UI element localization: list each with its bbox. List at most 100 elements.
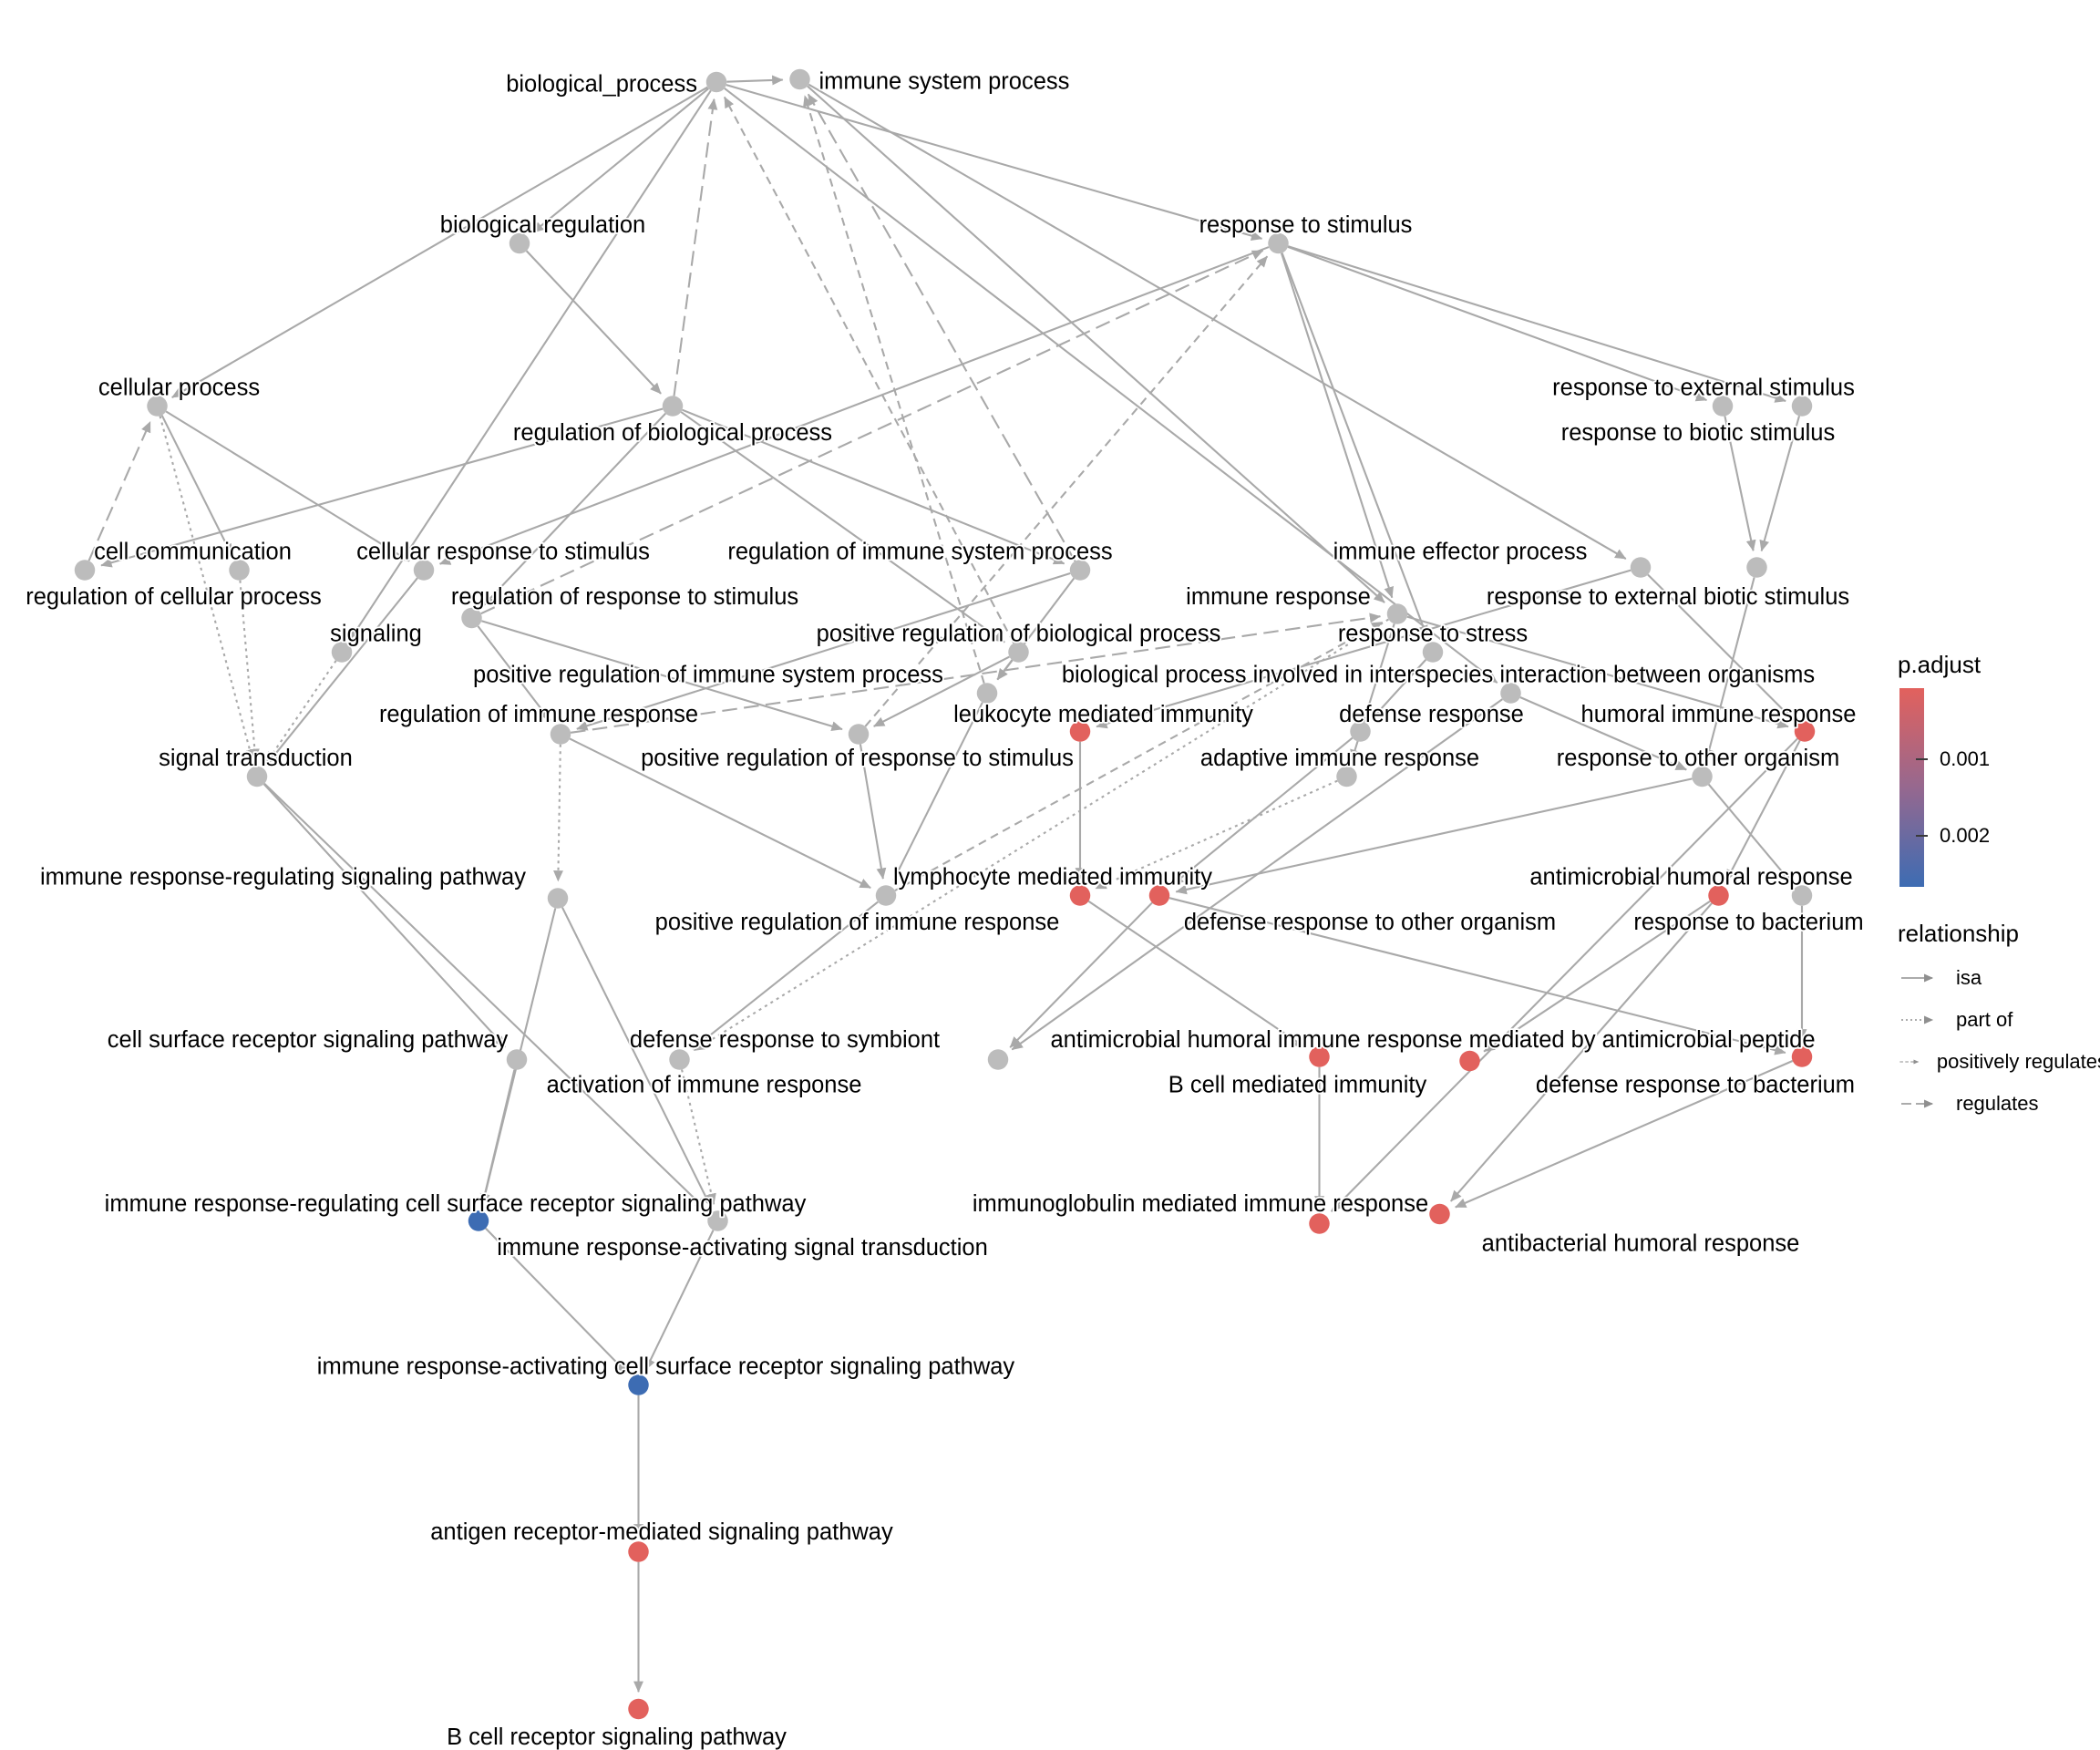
graph-edge-rbs-rebs — [1724, 416, 1756, 551]
graph-node-bcr[interactable] — [628, 1698, 649, 1720]
graph-node-csrsp[interactable] — [506, 1049, 528, 1070]
node-label-aimr: activation of immune response — [547, 1073, 862, 1098]
graph-edge-lymi-bcmi — [1087, 900, 1306, 1048]
node-label-bcmi: B cell mediated immunity — [1168, 1073, 1427, 1098]
graph-node-res[interactable] — [1791, 396, 1813, 417]
node-label-ir: immune response — [1186, 584, 1371, 610]
graph-edge-rbp-rcp — [100, 407, 664, 568]
graph-edge-isp-iep — [808, 83, 1627, 560]
graph-node-bre[interactable] — [509, 232, 530, 254]
graph-node-isp[interactable] — [789, 68, 810, 90]
graph-node-imir[interactable] — [1309, 1213, 1330, 1234]
node-label-iras: immune response-activating signal transd… — [497, 1235, 988, 1261]
graph-node-bpi[interactable] — [1500, 683, 1521, 704]
graph-edge-ahr-amp — [1483, 900, 1711, 1053]
graph-node-crs[interactable] — [413, 560, 435, 581]
graph-node-air[interactable] — [1336, 766, 1357, 788]
graph-node-prir[interactable] — [875, 885, 897, 906]
graph-node-rrs[interactable] — [461, 607, 482, 629]
graph-node-rebs[interactable] — [1746, 557, 1767, 578]
graph-node-rts[interactable] — [1268, 232, 1289, 254]
padjust-legend-title: p.adjust — [1898, 651, 1982, 678]
node-label-bcr: B cell receptor signaling pathway — [447, 1724, 787, 1750]
graph-edge-ir-hir — [1406, 615, 1789, 729]
graph-edge-droo-drs — [1009, 901, 1153, 1048]
graph-node-prbp[interactable] — [1008, 642, 1029, 663]
node-label-primsp: positive regulation of immune system pro… — [473, 663, 943, 688]
graph-node-ir[interactable] — [1386, 603, 1408, 624]
graph-edge-ahr-abhr — [1450, 902, 1713, 1202]
node-label-ahr: antimicrobial humoral response — [1529, 865, 1852, 890]
graph-edge-rrs-rir — [477, 625, 551, 722]
graph-node-rstress[interactable] — [1422, 642, 1444, 663]
graph-node-cp[interactable] — [147, 396, 168, 417]
node-label-amp: antimicrobial humoral immune response me… — [1050, 1027, 1815, 1053]
relationship-item-label: regulates — [1956, 1092, 2039, 1115]
graph-node-iras[interactable] — [707, 1210, 728, 1231]
graph-node-lmi[interactable] — [1069, 721, 1091, 742]
graph-node-rbp[interactable] — [662, 396, 684, 417]
graph-node-sig[interactable] — [331, 642, 353, 663]
graph-node-rcp[interactable] — [74, 560, 96, 581]
node-label-res: response to external stimulus — [1552, 376, 1855, 401]
graph-node-irrcs[interactable] — [468, 1210, 489, 1231]
graph-node-roo[interactable] — [1692, 766, 1713, 788]
relationship-legend-title: relationship — [1898, 920, 2019, 947]
posreg-arrow-icon — [1899, 1059, 1920, 1065]
graph-edge-hir-ahr — [1725, 739, 1801, 881]
graph-node-rimsp[interactable] — [1069, 560, 1091, 581]
node-label-bpi: biological process involved in interspec… — [1062, 663, 1815, 688]
node-label-drb: defense response to bacterium — [1536, 1073, 1855, 1098]
graph-edge-iep-hir — [1647, 573, 1794, 721]
graph-edge-rir-prir — [569, 737, 871, 890]
node-label-rrs: regulation of response to stimulus — [451, 584, 798, 610]
graph-node-rbs[interactable] — [1712, 396, 1734, 417]
graph-node-primsp[interactable] — [976, 683, 998, 704]
node-label-rts: response to stimulus — [1199, 212, 1413, 238]
graph-node-dr[interactable] — [1350, 721, 1371, 742]
graph-edge-prbp-prrs — [873, 655, 1010, 727]
graph-node-rir[interactable] — [550, 724, 571, 745]
graph-node-drs[interactable] — [987, 1049, 1009, 1070]
graph-edge-rbp-bp — [673, 98, 718, 396]
graph-edge-res-rebs — [1759, 416, 1801, 552]
node-label-roo: response to other organism — [1557, 746, 1839, 771]
graph-node-prrs[interactable] — [848, 724, 870, 745]
graph-node-bcmi[interactable] — [1309, 1046, 1330, 1067]
node-label-rbp: regulation of biological process — [513, 420, 832, 446]
graph-node-lymi[interactable] — [1069, 885, 1091, 906]
graph-node-rtb[interactable] — [1791, 885, 1813, 906]
graph-edge-rrs-prrs — [480, 620, 843, 731]
node-label-irrsp: immune response-regulating signaling pat… — [40, 865, 526, 890]
graph-node-droo[interactable] — [1148, 885, 1170, 906]
graph-node-iep[interactable] — [1630, 557, 1652, 578]
graph-node-irrsp[interactable] — [547, 888, 569, 909]
graph-node-ahr[interactable] — [1708, 885, 1729, 906]
graph-node-bp[interactable] — [705, 71, 727, 93]
node-label-iep: immune effector process — [1333, 540, 1588, 565]
node-label-rstress: response to stress — [1338, 622, 1528, 647]
graph-node-cc[interactable] — [229, 560, 250, 581]
graph-node-iracs[interactable] — [628, 1374, 649, 1395]
reg-arrow-icon — [1901, 1099, 1934, 1108]
graph-node-drb[interactable] — [1791, 1046, 1813, 1067]
node-label-lmi: leukocyte mediated immunity — [953, 702, 1253, 727]
relationship-item-reg: regulates — [1898, 1083, 2100, 1125]
graph-node-abhr[interactable] — [1429, 1203, 1450, 1225]
graph-edge-prbp-bp — [723, 96, 1015, 644]
graph-node-st[interactable] — [246, 766, 268, 788]
graph-edge-st-iras — [263, 783, 706, 1210]
graph-node-amp[interactable] — [1459, 1050, 1480, 1072]
graph-edge-iep-lmi — [1096, 569, 1632, 729]
padjust-gradient-bar — [1899, 688, 1924, 887]
graph-node-hir[interactable] — [1794, 721, 1816, 742]
graph-edge-air-lymi — [1095, 779, 1338, 890]
graph-node-arsp[interactable] — [628, 1541, 649, 1562]
graph-edge-bp-isp — [726, 75, 784, 86]
graph-edge-bpi-roo — [1519, 696, 1687, 771]
graph-node-aimr[interactable] — [669, 1049, 690, 1070]
